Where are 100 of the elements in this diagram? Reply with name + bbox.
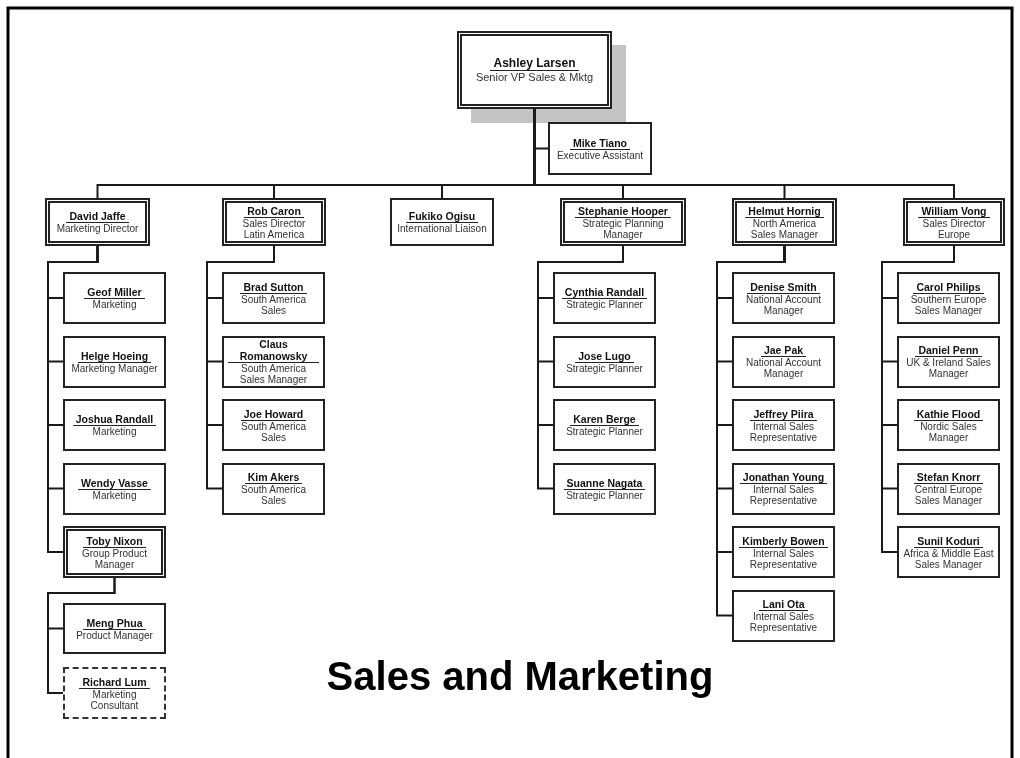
job-title: Internal Sales Representative bbox=[748, 420, 819, 443]
person-name: Claus Romanowsky bbox=[228, 338, 319, 363]
org-box bbox=[897, 272, 1000, 324]
org-box bbox=[897, 462, 1000, 515]
person-name: Jonathan Young bbox=[739, 471, 828, 484]
person-name: Helge Hoeing bbox=[77, 349, 152, 363]
job-title: South America Sales Manager bbox=[238, 363, 309, 385]
person-name: Helmut Hornig bbox=[745, 204, 824, 218]
org-box bbox=[63, 603, 166, 654]
chart-title: Sales and Marketing bbox=[325, 653, 715, 700]
job-title: Nordic Sales Manager bbox=[919, 420, 978, 443]
org-box bbox=[897, 399, 1000, 451]
org-box bbox=[457, 31, 612, 109]
person-name: Joe Howard bbox=[240, 407, 307, 421]
job-title: Strategic Planner bbox=[566, 489, 643, 501]
org-box bbox=[553, 462, 656, 515]
person-name: Carol Philips bbox=[913, 280, 984, 294]
person-name: Meng Phua bbox=[83, 616, 146, 630]
job-title: Sales Director Latin America bbox=[241, 217, 307, 240]
person-name: Toby Nixon bbox=[83, 534, 146, 548]
person-name: Ashley Larsen bbox=[490, 56, 579, 71]
job-title: Group Product Manager bbox=[80, 547, 148, 570]
org-box bbox=[63, 526, 166, 578]
person-name: Stephanie Hooper bbox=[575, 204, 671, 218]
job-title: Central Europe Sales Manager bbox=[913, 484, 984, 506]
org-box bbox=[222, 399, 325, 451]
job-title: Senior VP Sales & Mktg bbox=[475, 71, 594, 84]
org-box bbox=[897, 526, 1000, 578]
person-name: Wendy Vasse bbox=[78, 476, 151, 490]
job-title: Marketing bbox=[92, 426, 137, 437]
job-title: International Liaison bbox=[397, 223, 487, 234]
person-name: Jae Pak bbox=[760, 344, 807, 357]
person-name: Rob Caron bbox=[244, 204, 304, 218]
job-title: Marketing Consultant bbox=[89, 688, 140, 711]
org-box bbox=[45, 198, 150, 246]
job-title: Africa & Middle East Sales Manager bbox=[903, 547, 994, 570]
job-title: North America Sales Manager bbox=[749, 217, 820, 240]
job-title: Executive Assistant bbox=[556, 149, 644, 161]
person-name: Fukiko Ogisu bbox=[405, 210, 479, 223]
job-title: Marketing Manager bbox=[71, 362, 158, 374]
org-box bbox=[548, 122, 652, 175]
person-name: William Vong bbox=[918, 204, 990, 218]
connector-line bbox=[47, 577, 116, 694]
person-name: Sunil Koduri bbox=[914, 534, 983, 548]
person-name: Jose Lugo bbox=[575, 349, 634, 363]
org-box bbox=[732, 462, 835, 515]
org-box bbox=[222, 462, 325, 515]
job-title: Internal Sales Representative bbox=[748, 547, 819, 570]
person-name: Cynthia Randall bbox=[561, 286, 648, 299]
person-name: Mike Tiano bbox=[569, 136, 631, 150]
job-title: South America Sales bbox=[239, 484, 307, 506]
person-name: Denise Smith bbox=[747, 280, 820, 294]
job-title: Marketing Director bbox=[56, 223, 139, 234]
org-box bbox=[732, 399, 835, 451]
person-name: Kathie Flood bbox=[913, 407, 984, 421]
org-box bbox=[553, 335, 656, 388]
org-box bbox=[222, 198, 326, 246]
job-title: Internal Sales Representative bbox=[748, 611, 819, 633]
person-name: Brad Sutton bbox=[240, 280, 307, 294]
person-name: Joshua Randall bbox=[72, 413, 157, 426]
person-name: Stefan Knorr bbox=[913, 471, 984, 484]
org-box bbox=[732, 272, 835, 324]
person-name: Richard Lum bbox=[79, 675, 150, 689]
job-title: Southern Europe Sales Manager bbox=[909, 293, 988, 316]
job-title: Internal Sales Representative bbox=[748, 484, 819, 506]
job-title: National Account Manager bbox=[744, 357, 823, 379]
connector-line bbox=[47, 245, 99, 553]
org-box bbox=[732, 335, 835, 388]
org-box bbox=[222, 335, 325, 388]
org-box bbox=[390, 198, 494, 246]
person-name: Geof Miller bbox=[84, 286, 145, 299]
connector-line bbox=[206, 245, 275, 490]
job-title: Product Manager bbox=[76, 629, 153, 641]
person-name: Kim Akers bbox=[244, 471, 303, 484]
job-title: National Account Manager bbox=[744, 293, 823, 316]
person-name: Lani Ota bbox=[759, 598, 808, 611]
org-box bbox=[560, 198, 686, 246]
org-box bbox=[553, 272, 656, 324]
job-title: Strategic Planner bbox=[566, 426, 643, 437]
org-box bbox=[903, 198, 1005, 246]
org-box bbox=[63, 399, 166, 451]
org-box bbox=[897, 335, 1000, 388]
person-name: Daniel Penn bbox=[915, 344, 982, 357]
org-box bbox=[553, 399, 656, 451]
org-box bbox=[222, 272, 325, 324]
job-title: South America Sales bbox=[239, 420, 307, 443]
person-name: Kimberly Bowen bbox=[739, 534, 828, 548]
job-title: Marketing bbox=[92, 299, 137, 310]
job-title: Sales Director Europe bbox=[921, 217, 987, 240]
job-title: South America Sales bbox=[239, 293, 307, 316]
person-name: Suanne Nagata bbox=[563, 476, 646, 490]
job-title: UK & Ireland Sales Manager bbox=[905, 357, 992, 379]
connector-line bbox=[537, 245, 624, 490]
org-box bbox=[732, 589, 835, 642]
job-title: Strategic Planner bbox=[566, 362, 643, 374]
org-box bbox=[63, 335, 166, 388]
org-box bbox=[63, 272, 166, 324]
job-title: Strategic Planner bbox=[566, 299, 643, 310]
person-name: Karen Berge bbox=[570, 413, 639, 426]
org-box bbox=[732, 526, 835, 578]
